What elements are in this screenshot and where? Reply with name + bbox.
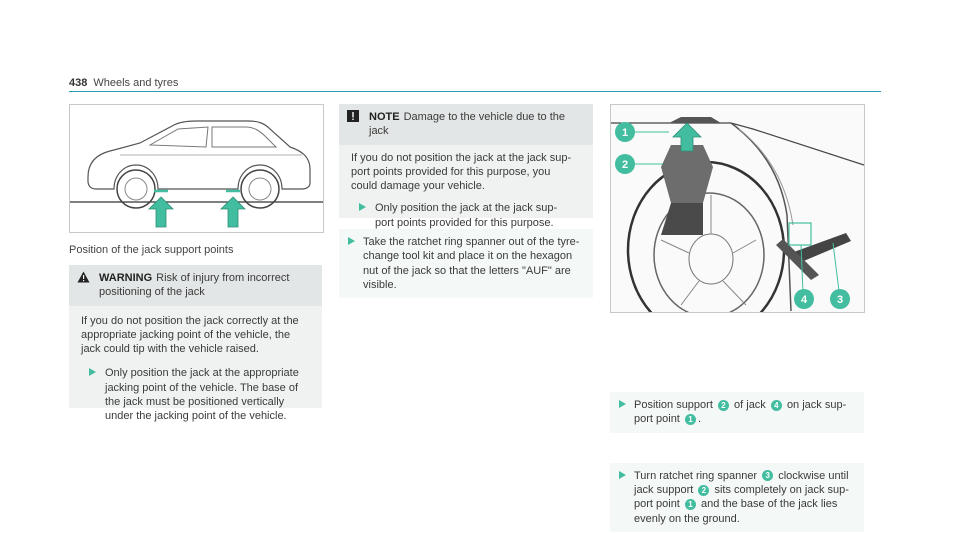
- text-fragment: evenly on the ground.: [634, 512, 740, 525]
- step-arrow-icon: [619, 470, 626, 479]
- svg-text:1: 1: [622, 127, 628, 139]
- text-fragment: of jack: [734, 399, 766, 412]
- step-arrow-icon: [619, 400, 626, 409]
- note-text: If you do not position the jack at the j…: [351, 151, 581, 194]
- step-turn-spanner: Turn ratchet ring spanner 3 clockwise un…: [610, 462, 864, 532]
- note-body: If you do not position the jack at the j…: [339, 145, 593, 240]
- car-figure: [69, 104, 324, 233]
- section-title: Wheels and tyres: [93, 77, 179, 89]
- text-line: could damage your vehicle.: [351, 180, 485, 193]
- callout-badge: 2: [698, 484, 710, 496]
- text-line: nut of the jack so that the letters "AUF…: [363, 264, 571, 277]
- car-illustration: [70, 120, 323, 228]
- page-number: 438: [69, 77, 88, 89]
- warning-step: Only position the jack at the appropriat…: [81, 366, 310, 423]
- car-figure-caption: Position of the jack support points: [69, 244, 234, 256]
- note-keyword: NOTE: [369, 111, 400, 123]
- callout-3: 3: [830, 289, 850, 309]
- warning-text: If you do not position the jack correctl…: [81, 314, 310, 357]
- step-remove-spanner: Take the ratchet ring spanner out of the…: [339, 229, 593, 299]
- text-line: the jack must be positioned vertically: [105, 396, 285, 409]
- warning-triangle-icon: [77, 271, 91, 300]
- note-title-line: jack: [369, 125, 389, 138]
- header-rule: [69, 91, 881, 92]
- warning-keyword: WARNING: [99, 272, 153, 284]
- step-arrow-icon: [359, 203, 366, 212]
- callout-2: 2: [615, 154, 635, 174]
- text-line: If you do not position the jack at the j…: [351, 151, 572, 164]
- svg-text:2: 2: [622, 159, 628, 171]
- svg-text:4: 4: [801, 294, 808, 306]
- warning-title-line: positioning of the jack: [99, 286, 205, 299]
- text-line: If you do not position the jack correctl…: [81, 314, 299, 327]
- text-fragment: port point: [634, 413, 680, 426]
- text-line: Only position the jack at the appropriat…: [105, 367, 299, 380]
- text-fragment: port point: [634, 498, 680, 511]
- text-fragment: jack support: [634, 484, 694, 497]
- text-line: jacking point of the vehicle. The base o…: [105, 381, 299, 394]
- exclamation-icon: [347, 110, 361, 139]
- note-step: Only position the jack at the jack sup- …: [351, 201, 581, 230]
- arrow-up-icon: [148, 196, 174, 228]
- callout-badge: 1: [684, 498, 696, 510]
- text-fragment: on jack sup-: [786, 399, 847, 412]
- text-line: Take the ratchet ring spanner out of the…: [363, 236, 580, 248]
- callout-badge: 2: [717, 399, 729, 411]
- page-header: 438 Wheels and tyres: [69, 76, 881, 92]
- callout-badge: 4: [770, 399, 782, 411]
- svg-text:3: 3: [837, 294, 843, 306]
- text-fragment: clockwise until: [778, 469, 849, 482]
- note-title-line: Damage to the vehicle due to the: [403, 111, 566, 123]
- text-line: under the jacking point of the vehicle.: [105, 410, 287, 423]
- warning-body: If you do not position the jack correctl…: [69, 306, 322, 434]
- text-line: visible.: [363, 278, 397, 291]
- jack-illustration: 1 2 4 3: [611, 105, 864, 312]
- text-line: port points provided for this purpose, y…: [351, 165, 551, 178]
- callout-badge: 3: [762, 470, 774, 482]
- step-position-support: Position support 2 of jack 4 on jack sup…: [610, 392, 864, 433]
- text-fragment: sits completely on jack sup-: [714, 484, 849, 497]
- text-line: jack could tip with the vehicle raised.: [81, 343, 259, 356]
- text-fragment: Turn ratchet ring spanner: [634, 469, 758, 482]
- jack-figure: 1 2 4 3: [610, 104, 865, 313]
- callout-4: 4: [794, 289, 814, 309]
- callout-badge: 1: [684, 414, 696, 426]
- step-arrow-icon: [348, 237, 355, 245]
- step-arrow-icon: [89, 368, 96, 377]
- text-fragment: Position support: [634, 399, 713, 412]
- warning-title-line: Risk of injury from incorrect: [156, 272, 290, 284]
- text-line: Only position the jack at the jack sup-: [375, 202, 558, 215]
- text-fragment: and the base of the jack lies: [701, 498, 838, 511]
- arrow-up-icon: [220, 196, 246, 228]
- text-fragment: .: [697, 413, 701, 426]
- text-line: port points provided for this purpose.: [375, 216, 554, 229]
- text-line: change tool kit and place it on the hexa…: [363, 250, 573, 263]
- text-line: appropriate jacking point of the vehicle…: [81, 328, 291, 341]
- callout-1: 1: [615, 122, 635, 142]
